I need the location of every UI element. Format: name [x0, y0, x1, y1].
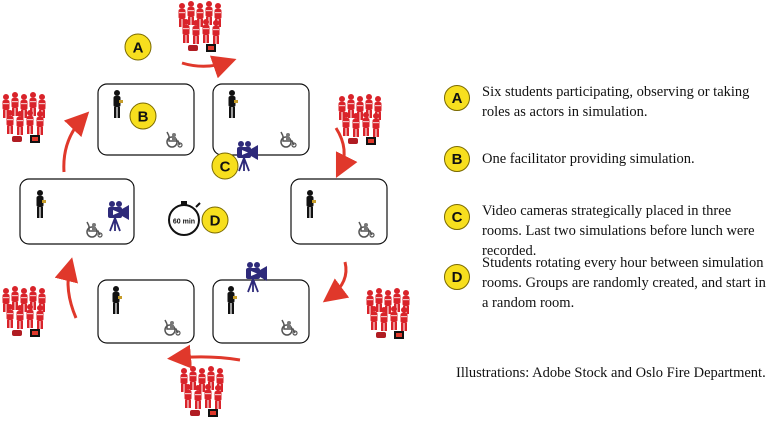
student-group-icon: [3, 92, 46, 143]
svg-text:C: C: [220, 159, 231, 176]
badge-a: A: [124, 33, 152, 61]
arrow-icon: [54, 257, 79, 319]
simulation-rotation-diagram: 60 min A B C D: [0, 0, 430, 425]
room-top-right: [212, 83, 310, 156]
student-group-icon: [181, 366, 224, 417]
legend-text-c: Video cameras strategically placed in th…: [482, 203, 755, 259]
student-group-icon: [339, 94, 382, 145]
badge-b: B: [129, 102, 157, 130]
room-left: [19, 178, 135, 245]
badge-d: D: [201, 206, 229, 234]
badge-c: C: [211, 152, 239, 180]
arrow-icon: [322, 261, 350, 303]
room-right: [290, 178, 388, 245]
legend-badge-d: D: [444, 264, 470, 290]
legend-text-b: One facilitator providing simulation.: [482, 151, 695, 167]
legend-text-d: Students rotating every hour between sim…: [482, 255, 766, 311]
timer-label: 60 min: [173, 219, 195, 226]
legend-badge-b: B: [444, 146, 470, 172]
room-bottom-right: [212, 279, 310, 344]
student-group-icon: [367, 288, 410, 339]
credits: Illustrations: Adobe Stock and Oslo Fire…: [456, 365, 766, 381]
svg-text:D: D: [210, 213, 221, 230]
student-group-icon: [179, 1, 222, 52]
stopwatch-icon: [168, 201, 201, 236]
legend-badge-a: A: [444, 85, 470, 111]
legend-badge-c: C: [444, 204, 470, 230]
arrow-icon: [167, 344, 241, 369]
arrow-icon: [62, 111, 90, 173]
student-group-icon: [3, 286, 46, 337]
legend-text-a: Six students participating, observing or…: [482, 84, 750, 120]
arrow-icon: [181, 55, 237, 79]
svg-text:A: A: [133, 40, 144, 57]
arrow-icon: [334, 127, 358, 179]
svg-text:B: B: [138, 109, 149, 126]
